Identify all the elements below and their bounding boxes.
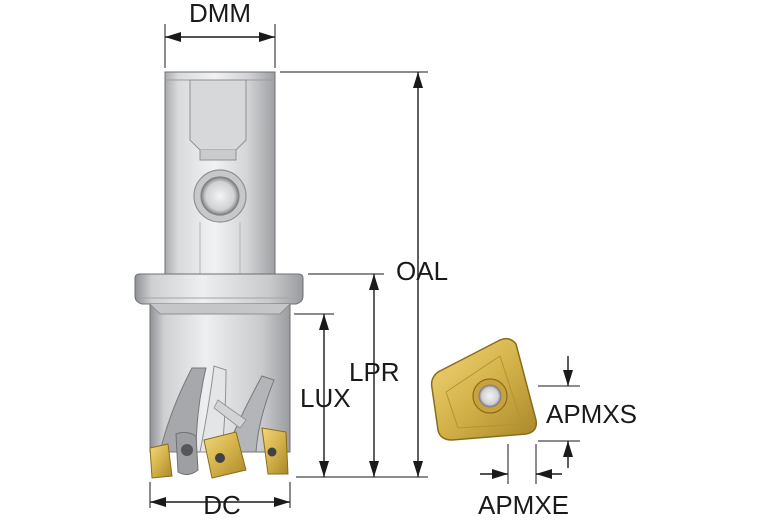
apmxs-dimension <box>538 356 580 468</box>
insert-detail <box>430 337 538 441</box>
apmxe-dimension <box>480 444 562 484</box>
dc-dimension <box>149 482 291 508</box>
lpr-label: LPR <box>349 357 400 387</box>
apmxs-label: APMXS <box>546 399 637 429</box>
lpr-dimension <box>308 273 384 477</box>
dc-label: DC <box>203 490 241 520</box>
lux-label: LUX <box>300 383 351 413</box>
tool-inserts <box>149 427 289 479</box>
dmm-label: DMM <box>189 0 251 28</box>
tool-collar <box>134 273 304 305</box>
tool-shank <box>164 71 276 277</box>
oal-label: OAL <box>396 256 448 286</box>
oal-dimension <box>280 71 428 478</box>
apmxe-label: APMXE <box>478 490 569 520</box>
tool-head <box>149 303 291 453</box>
dmm-dimension <box>164 24 276 68</box>
lux-dimension <box>294 313 334 477</box>
